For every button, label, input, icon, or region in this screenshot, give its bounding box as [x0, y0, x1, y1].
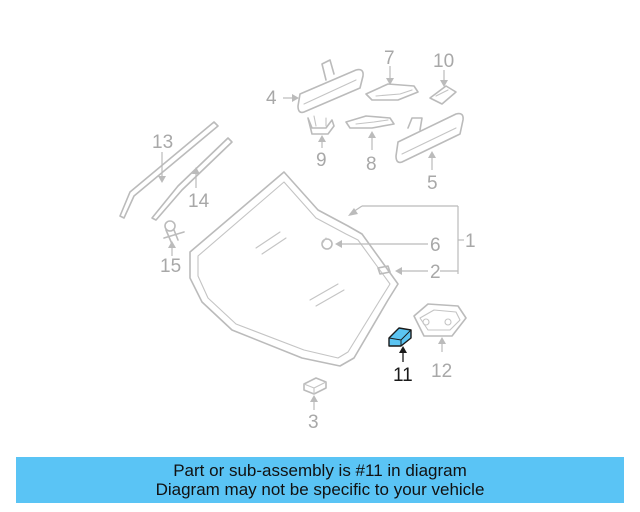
part-4-rear-view-mirror: [297, 59, 364, 114]
callout-11-leader: [399, 346, 407, 362]
part-15-fastener: [163, 220, 185, 245]
part-5-rear-view-mirror: [395, 112, 464, 164]
callout-4[interactable]: 4: [266, 88, 277, 109]
parts-diagram: 4 7 10 9 8: [119, 48, 476, 433]
callout-12-leader: [438, 337, 446, 352]
callout-15-leader: [168, 241, 176, 256]
callout-11[interactable]: 11: [393, 365, 413, 386]
callout-6[interactable]: 6: [430, 235, 441, 256]
part-13-molding: [119, 121, 219, 219]
part-11-highlighted[interactable]: [388, 327, 412, 347]
part-6-sensor: [321, 237, 333, 250]
part-9-bracket: [307, 115, 335, 135]
callout-9-leader: [318, 135, 326, 148]
part-1-windshield: [189, 171, 399, 367]
part-3-bracket: [303, 377, 327, 395]
callout-13[interactable]: 13: [152, 132, 173, 153]
callout-5[interactable]: 5: [427, 173, 438, 194]
part-7-bracket-cover: [365, 83, 419, 101]
callout-1[interactable]: 1: [465, 231, 476, 252]
callout-4-leader: [283, 94, 299, 102]
callout-12[interactable]: 12: [431, 361, 452, 382]
callout-14[interactable]: 14: [188, 191, 210, 212]
callout-15[interactable]: 15: [160, 256, 181, 277]
callout-10[interactable]: 10: [433, 51, 454, 72]
callout-9[interactable]: 9: [316, 150, 327, 171]
callout-8[interactable]: 8: [366, 154, 377, 175]
callout-5-leader: [428, 151, 436, 170]
callout-2-leader: [395, 267, 458, 275]
callout-6-leader: [335, 240, 428, 248]
callout-3-leader: [310, 395, 318, 410]
callout-7[interactable]: 7: [384, 48, 395, 69]
callout-10-leader: [440, 70, 448, 87]
callout-3[interactable]: 3: [308, 412, 319, 433]
callout-1-bracket: [348, 205, 464, 274]
notice-line-2: Diagram may not be specific to your vehi…: [155, 480, 485, 499]
part-10-clip: [429, 85, 457, 105]
notice-line-1: Part or sub-assembly is #11 in diagram: [173, 461, 467, 480]
notice-banner: Part or sub-assembly is #11 in diagram D…: [16, 457, 624, 503]
part-8-mirror-cover: [345, 115, 395, 129]
callout-2[interactable]: 2: [430, 262, 441, 283]
callout-7-leader: [386, 66, 394, 85]
callout-8-leader: [368, 131, 376, 150]
part-14-molding: [151, 137, 233, 221]
callout-14-leader: [192, 167, 200, 188]
part-2-label: [377, 265, 391, 275]
callout-13-leader: [158, 152, 166, 183]
part-12-housing: [413, 303, 467, 337]
